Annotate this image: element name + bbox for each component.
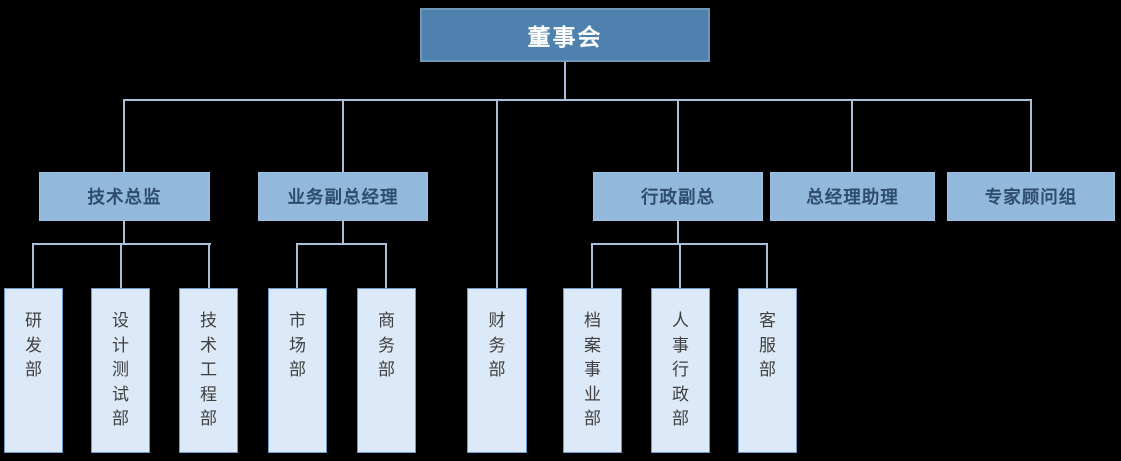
node-marketing-dept: 市 场 部 bbox=[268, 288, 327, 453]
node-customer-service-dept: 客 服 部 bbox=[738, 288, 797, 453]
connector-main-rail bbox=[123, 99, 1032, 101]
connector-business-riser bbox=[342, 221, 344, 244]
connector-drop-tech-engineering-dept bbox=[208, 245, 210, 288]
connector-drop-gm-assistant bbox=[851, 101, 853, 172]
node-label: 市 场 部 bbox=[289, 311, 306, 379]
node-label: 董事会 bbox=[527, 24, 603, 50]
connector-drop-marketing-dept bbox=[296, 245, 298, 288]
connector-tech-riser bbox=[123, 221, 125, 244]
node-label: 人 事 行 政 部 bbox=[672, 311, 689, 428]
node-tech-engineering-dept: 技 术 工 程 部 bbox=[179, 288, 238, 453]
node-tech-director: 技术总监 bbox=[39, 172, 210, 221]
node-label: 研 发 部 bbox=[25, 311, 42, 379]
node-label: 档 案 事 业 部 bbox=[584, 311, 601, 428]
node-board-of-directors: 董事会 bbox=[420, 8, 710, 62]
node-business-deputy-gm: 业务副总经理 bbox=[258, 172, 428, 221]
connector-tech-rail bbox=[32, 243, 211, 245]
node-label: 设 计 测 试 部 bbox=[112, 311, 129, 428]
node-design-test-dept: 设 计 测 试 部 bbox=[91, 288, 150, 453]
node-hr-admin-dept: 人 事 行 政 部 bbox=[651, 288, 710, 453]
connector-business-rail bbox=[296, 243, 387, 245]
node-label: 专家顾问组 bbox=[984, 187, 1078, 207]
node-label: 业务副总经理 bbox=[287, 187, 399, 207]
node-label: 技术总监 bbox=[87, 187, 162, 207]
node-label: 总经理助理 bbox=[806, 187, 899, 207]
node-label: 财 务 部 bbox=[488, 311, 506, 379]
connector-drop-design-test-dept bbox=[120, 245, 122, 288]
node-archives-division: 档 案 事 业 部 bbox=[563, 288, 622, 453]
connector-drop-customer-service-dept bbox=[766, 245, 768, 288]
connector-drop-expert-advisors bbox=[1030, 101, 1032, 172]
node-admin-deputy-gm: 行政副总 bbox=[593, 172, 763, 221]
connector-drop-rnd-dept bbox=[32, 245, 34, 288]
connector-root-riser bbox=[564, 62, 566, 100]
node-label: 商 务 部 bbox=[378, 311, 395, 379]
connector-drop-archives-division bbox=[591, 245, 593, 288]
connector-drop-hr-admin-dept bbox=[679, 245, 681, 288]
connector-admin-riser bbox=[677, 221, 679, 244]
node-finance-dept: 财 务 部 bbox=[467, 288, 527, 453]
node-gm-assistant: 总经理助理 bbox=[770, 172, 935, 221]
connector-drop-tech-director bbox=[123, 101, 125, 172]
node-label: 客 服 部 bbox=[759, 311, 776, 379]
connector-drop-commerce-dept bbox=[385, 245, 387, 288]
connector-drop-business-deputy-gm bbox=[342, 101, 344, 172]
node-commerce-dept: 商 务 部 bbox=[357, 288, 416, 453]
node-rnd-dept: 研 发 部 bbox=[4, 288, 63, 453]
node-label: 技 术 工 程 部 bbox=[200, 311, 217, 428]
connector-drop-admin-deputy-gm bbox=[677, 101, 679, 172]
connector-drop-finance-dept bbox=[496, 101, 498, 288]
node-label: 行政副总 bbox=[641, 187, 715, 207]
connector-admin-rail bbox=[591, 243, 768, 245]
node-expert-advisors: 专家顾问组 bbox=[947, 172, 1115, 221]
